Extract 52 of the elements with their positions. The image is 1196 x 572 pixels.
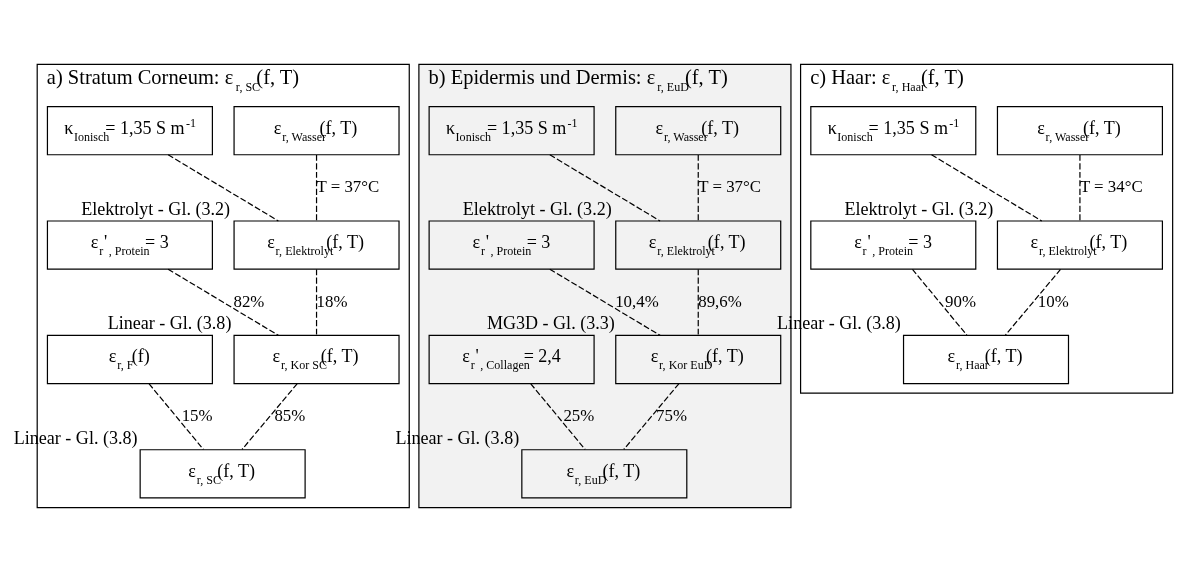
node-box: ε$_{r}$'$_{, Protein}$= 3 xyxy=(810,220,977,270)
node-box: κ$_{Ionisch}$= 1,35 S m$^{-1}$ xyxy=(810,106,977,156)
node-box: ε$_{r, Wasser}$(f, T) xyxy=(996,106,1163,156)
edge-label: 82% xyxy=(233,291,265,311)
node-box: ε$_{r, SC}$(f, T) xyxy=(139,449,306,499)
connector xyxy=(930,154,1043,222)
node-box: ε$_{r, Elektrolyt}$(f, T) xyxy=(615,220,782,270)
connector xyxy=(1079,154,1081,222)
connector xyxy=(697,268,699,336)
edge-label: 10,4% xyxy=(615,291,659,311)
node-box: ε$_{r}$'$_{, Collagen}$= 2,4 xyxy=(428,334,595,385)
node-label: MG3D - Gl. (3.3) xyxy=(486,313,615,334)
edge-label: T = 37°C xyxy=(316,177,380,197)
connector xyxy=(167,154,279,222)
connector xyxy=(623,383,680,451)
connector xyxy=(549,154,661,222)
edge-label: 85% xyxy=(274,406,306,426)
connector xyxy=(697,154,699,222)
connector xyxy=(911,268,968,336)
node-label: Linear - Gl. (3.8) xyxy=(107,313,232,334)
node-box: ε$_{r, EuD}$(f, T) xyxy=(521,449,688,499)
connector xyxy=(315,268,318,336)
edge-label: 25% xyxy=(563,406,595,426)
edge-label: 15% xyxy=(181,406,213,426)
edge-label: 10% xyxy=(1037,291,1069,311)
connector xyxy=(167,268,279,336)
node-box: ε$_{r, Elektrolyt}$(f, T) xyxy=(233,220,400,270)
node-box: ε$_{r, Haar}$(f, T) xyxy=(902,334,1070,385)
node-box: κ$_{Ionisch}$= 1,35 S m$^{-1}$ xyxy=(46,106,213,156)
connector xyxy=(530,383,586,451)
edge-label: 18% xyxy=(316,291,348,311)
edge-label: 75% xyxy=(656,406,687,426)
node-box: ε$_{r, Kor EuD}$(f, T) xyxy=(615,334,782,385)
node-box: ε$_{r, Kor SC}$(f, T) xyxy=(233,334,400,385)
node-box: ε$_{r, Wasser}$(f, T) xyxy=(615,106,782,156)
node-box: ε$_{r, F}$(f) xyxy=(46,334,213,385)
edge-label: 89,6% xyxy=(698,291,742,311)
node-box: ε$_{r, Elektrolyt}$(f, T) xyxy=(996,220,1163,270)
connector xyxy=(549,268,661,336)
connector xyxy=(315,154,318,222)
node-label: Elektrolyt - Gl. (3.2) xyxy=(81,198,231,219)
node-label: Elektrolyt - Gl. (3.2) xyxy=(844,198,994,219)
edge-label: T = 37°C xyxy=(698,177,761,197)
edge-label: 90% xyxy=(945,291,976,311)
node-box: ε$_{r, Wasser}$(f, T) xyxy=(233,106,400,156)
node-box: κ$_{Ionisch}$= 1,35 S m$^{-1}$ xyxy=(428,106,595,156)
connector xyxy=(241,383,298,451)
node-box: ε$_{r}$'$_{, Protein}$= 3 xyxy=(46,220,213,270)
node-label: Elektrolyt - Gl. (3.2) xyxy=(462,198,612,219)
connector xyxy=(1004,268,1062,336)
node-box: ε$_{r}$'$_{, Protein}$= 3 xyxy=(428,220,595,270)
edge-label: T = 34°C xyxy=(1079,177,1143,197)
